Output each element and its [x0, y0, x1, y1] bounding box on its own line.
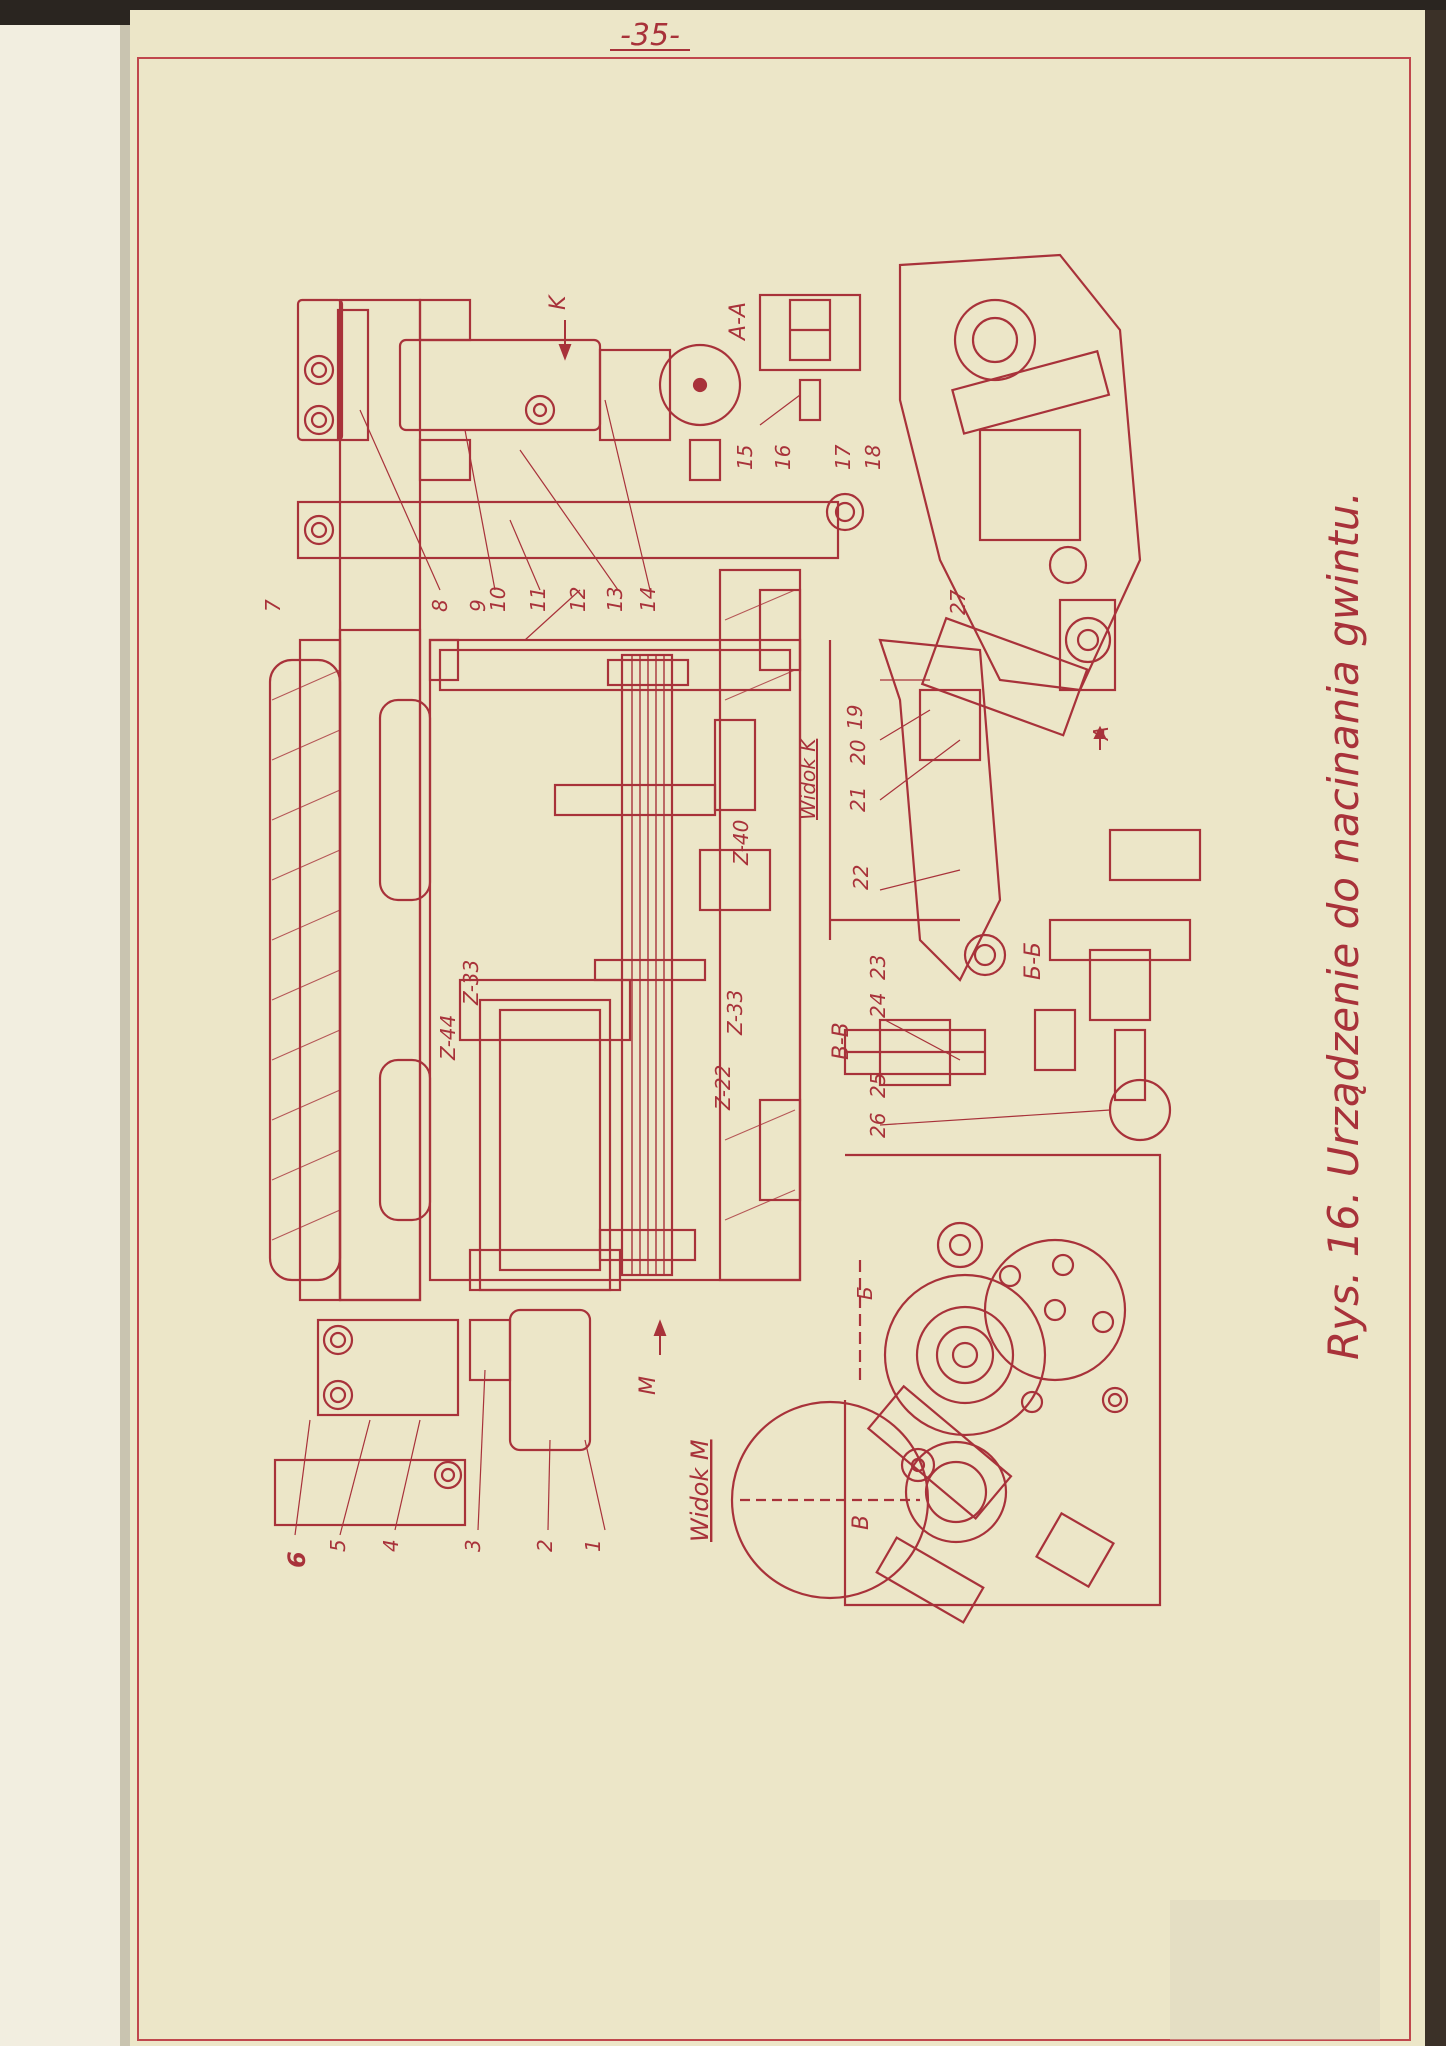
arrow-m-label: M [636, 1376, 661, 1395]
part-number-label: 4 [379, 1539, 403, 1552]
section-bb2-label: B-B [829, 1022, 854, 1060]
part-number-label: 3 [461, 1539, 485, 1552]
part-number-label: 1 [581, 1539, 605, 1552]
part-number-label: 6 [283, 1551, 311, 1568]
figure-caption: Rys. 16. Urządzenie do nacinania gwintu. [1319, 491, 1368, 1360]
part-number-label: 13 [603, 587, 627, 612]
part-number-label: 18 [861, 445, 885, 470]
part-number-label: 11 [526, 587, 550, 612]
paper-sheet [130, 10, 1430, 2046]
technical-drawing [268, 253, 1202, 1624]
part-number-label: 26 [866, 1113, 890, 1138]
section-aa-label: A-A [726, 302, 751, 342]
part-number-label: 23 [866, 955, 890, 980]
gear-label: Z-33 [459, 960, 483, 1006]
part-number-label: 27 [946, 589, 970, 615]
part-number-label: 10 [486, 587, 510, 612]
part-number-label: 14 [636, 587, 660, 612]
gear-label: Z-40 [729, 820, 753, 866]
page-border [137, 57, 1411, 2041]
gear-label: Z-44 [436, 1015, 460, 1061]
part-number-label: 2 [533, 1539, 557, 1552]
part-number-label: 9 [466, 599, 490, 612]
part-number-label: 5 [326, 1539, 350, 1552]
part-number-label: 24 [866, 993, 890, 1018]
arrow-b-label: Б [853, 1286, 877, 1300]
part-number-label: 12 [566, 587, 590, 612]
left-page-edge [0, 25, 128, 2046]
part-number-label: 19 [843, 705, 867, 730]
page-number: -35- [620, 18, 680, 53]
part-number-label: 21 [846, 787, 870, 812]
gear-label: Z-22 [711, 1065, 735, 1111]
part-number-label: 25 [866, 1073, 890, 1098]
part-number-label: 15 [733, 445, 757, 470]
gear-label: Z-33 [723, 990, 747, 1036]
arrow-k-label: K [546, 294, 571, 310]
part-number-label: 16 [771, 445, 795, 470]
part-number-label: 8 [428, 599, 452, 612]
part-number-label: 17 [831, 444, 855, 470]
section-bb-label: Б-Б [1021, 942, 1046, 980]
view-k-label: Widok K [796, 737, 820, 820]
part-number-label: 7 [261, 599, 285, 612]
view-m-label: Widok M [686, 1439, 714, 1542]
part-number-label: 20 [846, 740, 870, 765]
part-number-label: 22 [849, 865, 873, 890]
section-b-label: B [849, 1515, 874, 1530]
